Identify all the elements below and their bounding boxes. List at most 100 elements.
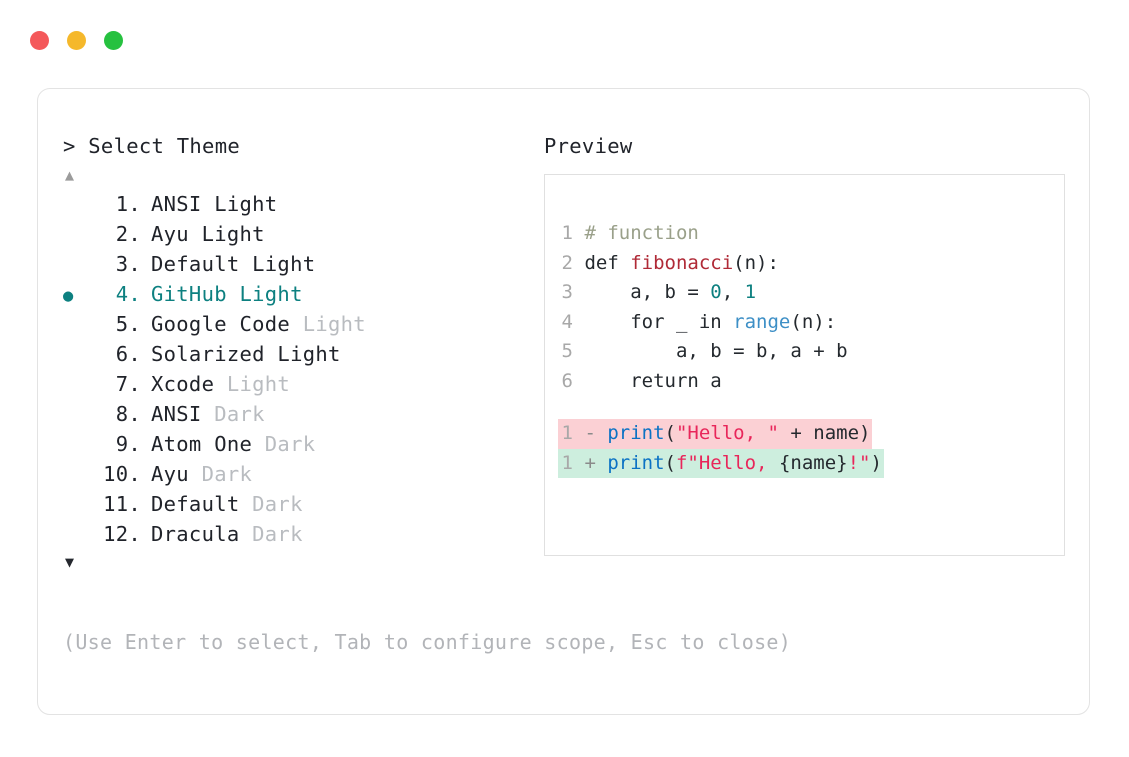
code-token: print (607, 422, 665, 444)
theme-selector-card: > Select Theme ▲ 1. ANSI Light 2. Ayu Light… (37, 88, 1090, 715)
code-token: a, b = b, a + b (584, 340, 848, 362)
diff-highlight: 1 + print(f"Hello, {name}!") (558, 448, 884, 478)
diff-line-add: 1 + print(f"Hello, {name}!") (558, 448, 1064, 478)
diff-sign: - (573, 422, 608, 444)
theme-list-item[interactable]: 6. Solarized Light (63, 339, 523, 369)
line-number: 1 (561, 451, 573, 474)
theme-list-item[interactable]: 3. Default Light (63, 249, 523, 279)
code-token: # function (584, 222, 699, 244)
theme-item-number: 4. (115, 282, 141, 306)
theme-item-name: Xcode Light (151, 372, 291, 396)
theme-item-number: 7. (115, 372, 141, 396)
theme-item-variant: Light (226, 282, 303, 306)
minimize-button[interactable] (67, 31, 86, 50)
keyboard-hint: (Use Enter to select, Tab to configure s… (63, 630, 792, 654)
theme-list-item[interactable]: 7. Xcode Light (63, 369, 523, 399)
theme-list-item[interactable]: 10. Ayu Dark (63, 459, 523, 489)
window-controls (30, 31, 123, 50)
code-token: {name} (778, 451, 848, 474)
code-token: f"Hello, (675, 451, 779, 474)
code-token: ( (664, 422, 676, 444)
code-token: range (733, 310, 791, 333)
code-token: return a (584, 369, 722, 392)
code-token: "Hello, " (675, 422, 779, 444)
line-number: 2 (561, 251, 573, 274)
theme-list-item[interactable]: 12. Dracula Dark (63, 519, 523, 549)
theme-list-item[interactable]: 9. Atom One Dark (63, 429, 523, 459)
theme-item-name: Atom One Dark (151, 432, 316, 456)
code-token: 1 (744, 281, 757, 303)
theme-item-number: 3. (115, 252, 141, 276)
theme-item-number: 10. (103, 462, 141, 486)
diff-highlight: 1 - print("Hello, " + name) (558, 419, 873, 449)
code-token: + name) (778, 422, 871, 444)
code-token: , (721, 281, 745, 303)
theme-item-name: Ayu Light (151, 222, 265, 246)
theme-list-item[interactable]: 8. ANSI Dark (63, 399, 523, 429)
code-line: 2 def fibonacci(n): (558, 249, 1064, 279)
preview-title: Preview (544, 134, 633, 158)
code-token: ( (664, 451, 676, 474)
code-token: def (584, 251, 631, 274)
code-token: (n): (790, 310, 837, 333)
theme-list-item[interactable]: 2. Ayu Light (63, 219, 523, 249)
theme-item-variant: Dark (239, 492, 303, 516)
theme-item-variant: Light (214, 372, 291, 396)
diff-sign: + (573, 451, 608, 474)
theme-item-name: Default Light (151, 252, 316, 276)
line-number: 1 (561, 422, 573, 444)
line-number: 4 (561, 310, 573, 333)
theme-item-number: 11. (103, 492, 141, 516)
code-token: fibonacci (630, 251, 734, 274)
theme-list-item[interactable]: 11.Default Dark (63, 489, 523, 519)
close-button[interactable] (30, 31, 49, 50)
code-token: (n): (733, 251, 779, 274)
theme-item-name: ANSI Light (151, 192, 278, 216)
theme-item-variant: Dark (239, 522, 303, 546)
theme-list-item[interactable]: 5. Google Code Light (63, 309, 523, 339)
theme-list-column: > Select Theme ▲ 1. ANSI Light 2. Ayu Light… (63, 133, 523, 572)
theme-item-name: Solarized Light (151, 342, 341, 366)
scroll-down-icon[interactable]: ▼ (65, 553, 75, 571)
theme-item-variant: Light (239, 252, 316, 276)
line-number: 3 (561, 281, 573, 303)
theme-item-name: Dracula Dark (151, 522, 303, 546)
code-token: print (607, 451, 665, 474)
code-line: 4 for _ in range(n): (558, 308, 1064, 338)
diff-line-del: 1 - print("Hello, " + name) (558, 419, 1064, 449)
code-spacer (558, 396, 1064, 419)
theme-item-number: 6. (115, 342, 141, 366)
maximize-button[interactable] (104, 31, 123, 50)
theme-list-item[interactable]: ● 4. GitHub Light (63, 279, 523, 309)
theme-item-number: 12. (103, 522, 141, 546)
theme-item-name: Google Code Light (151, 312, 366, 336)
code-token: 0 (710, 281, 722, 303)
line-number: 5 (561, 340, 573, 362)
theme-item-name: ANSI Dark (151, 402, 265, 426)
theme-list-item[interactable]: 1. ANSI Light (63, 189, 523, 219)
theme-item-number: 2. (115, 222, 141, 246)
code-token: for _ in (584, 310, 734, 333)
theme-item-number: 8. (115, 402, 141, 426)
theme-item-variant: Light (264, 342, 341, 366)
theme-item-variant: Dark (252, 432, 316, 456)
theme-item-variant: Light (201, 192, 278, 216)
scroll-up-icon[interactable]: ▲ (65, 166, 75, 184)
selection-bullet-icon: ● (63, 286, 74, 306)
theme-item-name: Ayu Dark (151, 462, 253, 486)
code-line: 6 return a (558, 367, 1064, 397)
code-line: 3 a, b = 0, 1 (558, 278, 1064, 308)
code-token: a, b = (584, 281, 711, 303)
select-theme-prompt: > Select Theme (63, 134, 240, 158)
line-number: 6 (561, 369, 573, 392)
code-line: 1 # function (558, 219, 1064, 249)
theme-item-number: 1. (115, 192, 141, 216)
theme-item-variant: Dark (201, 402, 265, 426)
theme-item-name: GitHub Light (151, 282, 303, 306)
theme-item-number: 5. (115, 312, 141, 336)
theme-item-number: 9. (115, 432, 141, 456)
code-token: ) (870, 451, 882, 474)
theme-list[interactable]: 1. ANSI Light 2. Ayu Light 3. Default Light ● 4… (63, 189, 523, 549)
